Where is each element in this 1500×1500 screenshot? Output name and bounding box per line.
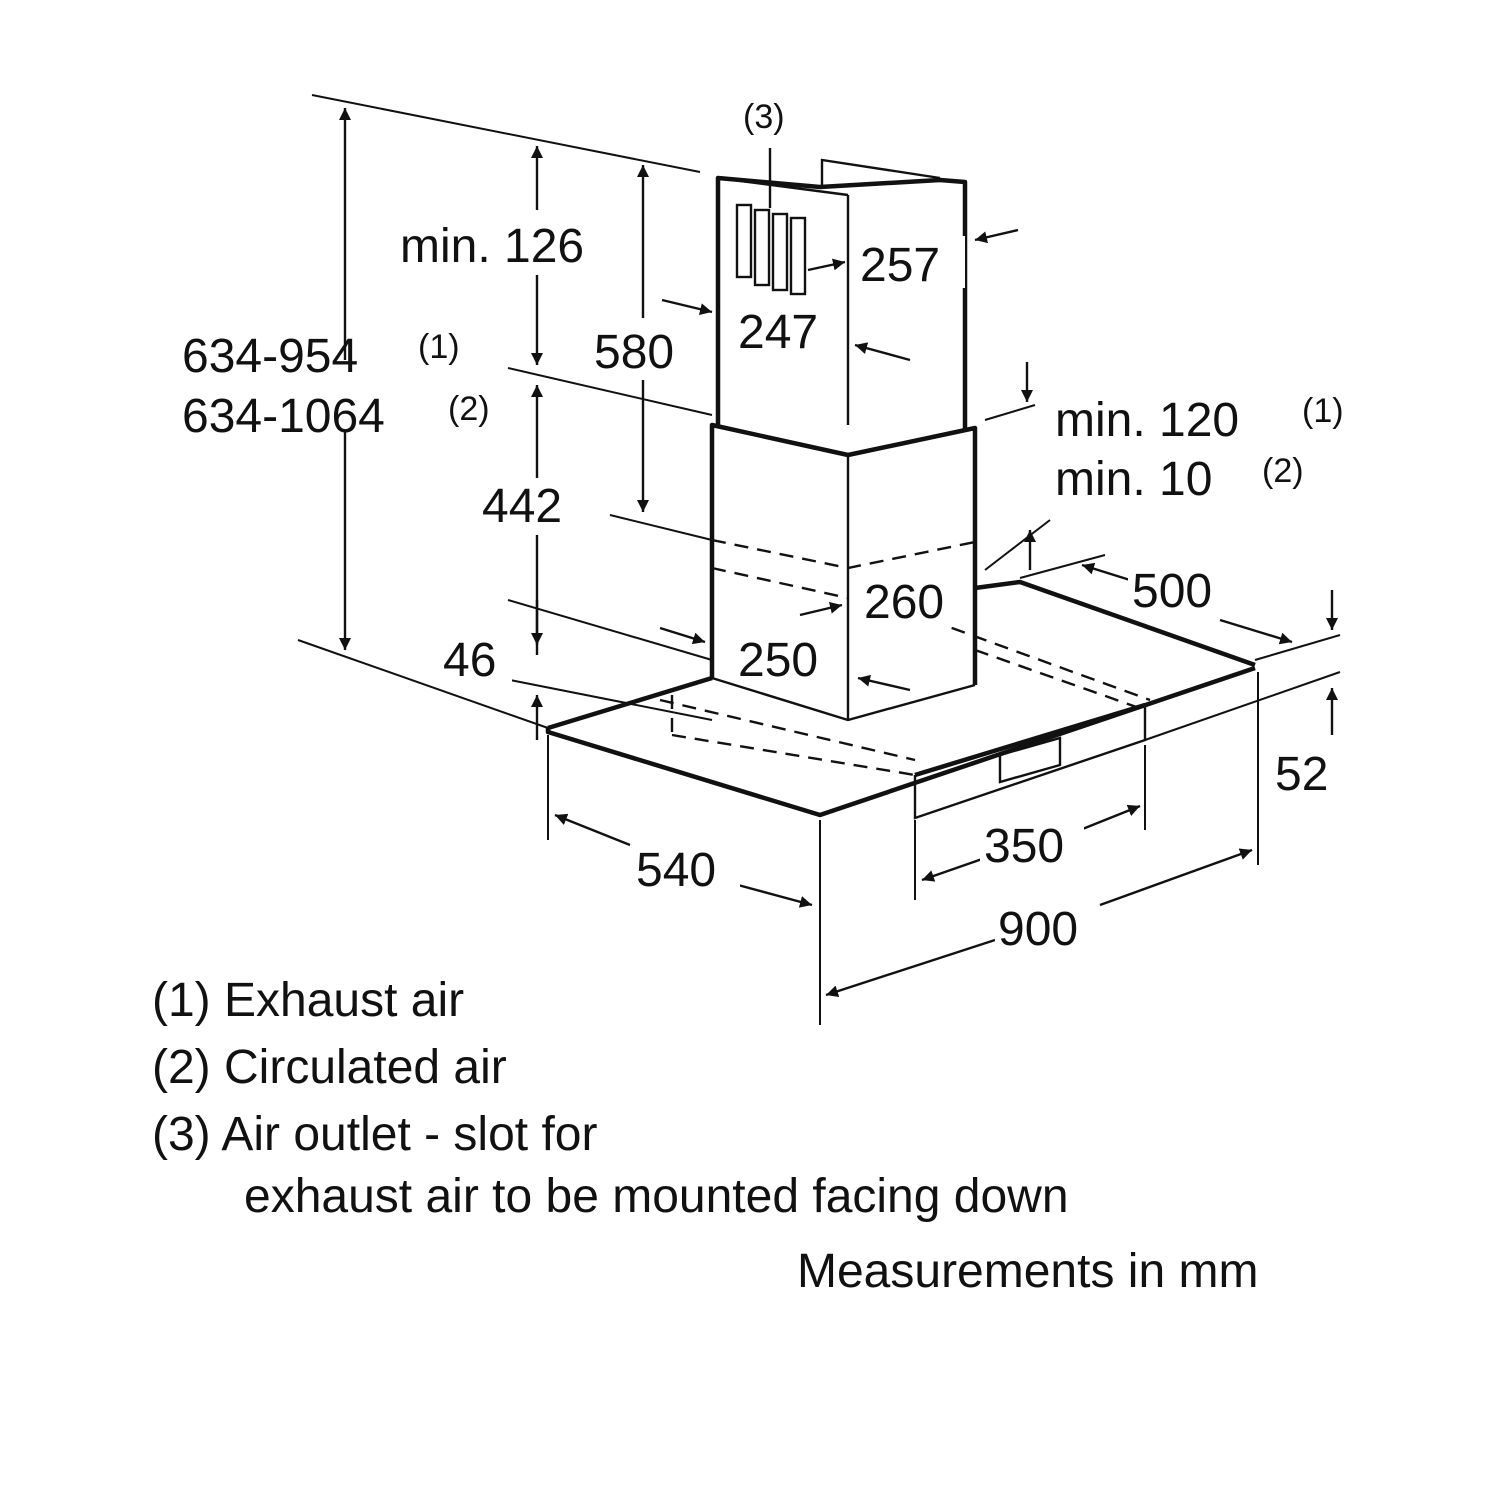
label-clearance-exhaust: min. 120	[1055, 394, 1239, 447]
label-chimney-min: min. 126	[400, 220, 584, 273]
label-chimney-depth-bottom: 260	[864, 576, 944, 629]
label-chimney-upper: 580	[594, 326, 674, 379]
units-note: Measurements in mm	[797, 1245, 1258, 1298]
label-height-range-1-ref: (1)	[418, 328, 460, 366]
hood-canopy	[545, 579, 1256, 818]
chimney-upper	[715, 158, 968, 430]
label-height-range-2-ref: (2)	[448, 390, 490, 428]
control-panel	[913, 702, 1147, 820]
label-chimney-depth-top: 257	[860, 239, 940, 292]
legend-air-outlet-continued: exhaust air to be mounted facing down	[244, 1170, 1069, 1223]
label-hood-depth: 500	[1132, 565, 1212, 618]
label-clearance-circulated: min. 10	[1055, 453, 1212, 506]
label-chimney-width-top: 247	[738, 306, 818, 359]
chimney-lower	[709, 422, 978, 720]
dimension-arrows	[339, 108, 1338, 997]
label-chimney-lower: 442	[482, 480, 562, 533]
label-canopy-height: 46	[443, 634, 496, 687]
label-clearance-exhaust-ref: (1)	[1302, 392, 1344, 430]
label-height-range-2: 634-1064	[182, 390, 385, 443]
label-height-range-1: 634-954	[182, 330, 358, 383]
legend: (1) Exhaust air (2) Circulated air (3) A…	[152, 974, 1258, 1298]
label-chimney-width-bottom: 250	[738, 634, 818, 687]
air-outlet-slot	[735, 148, 807, 296]
label-clearance-circulated-ref: (2)	[1262, 452, 1304, 490]
dimension-labels: 634-954 (1) 634-1064 (2) min. 126 580 44…	[182, 98, 1344, 956]
label-outlet-ref: (3)	[743, 98, 785, 136]
label-front-height: 52	[1275, 748, 1328, 801]
legend-exhaust-air: (1) Exhaust air	[152, 974, 464, 1027]
legend-circulated-air: (2) Circulated air	[152, 1041, 507, 1094]
extension-lines	[297, 94, 1341, 1025]
label-hood-side: 540	[636, 844, 716, 897]
label-control-width: 350	[984, 820, 1064, 873]
legend-air-outlet: (3) Air outlet - slot for	[152, 1108, 597, 1161]
label-hood-width: 900	[998, 903, 1078, 956]
